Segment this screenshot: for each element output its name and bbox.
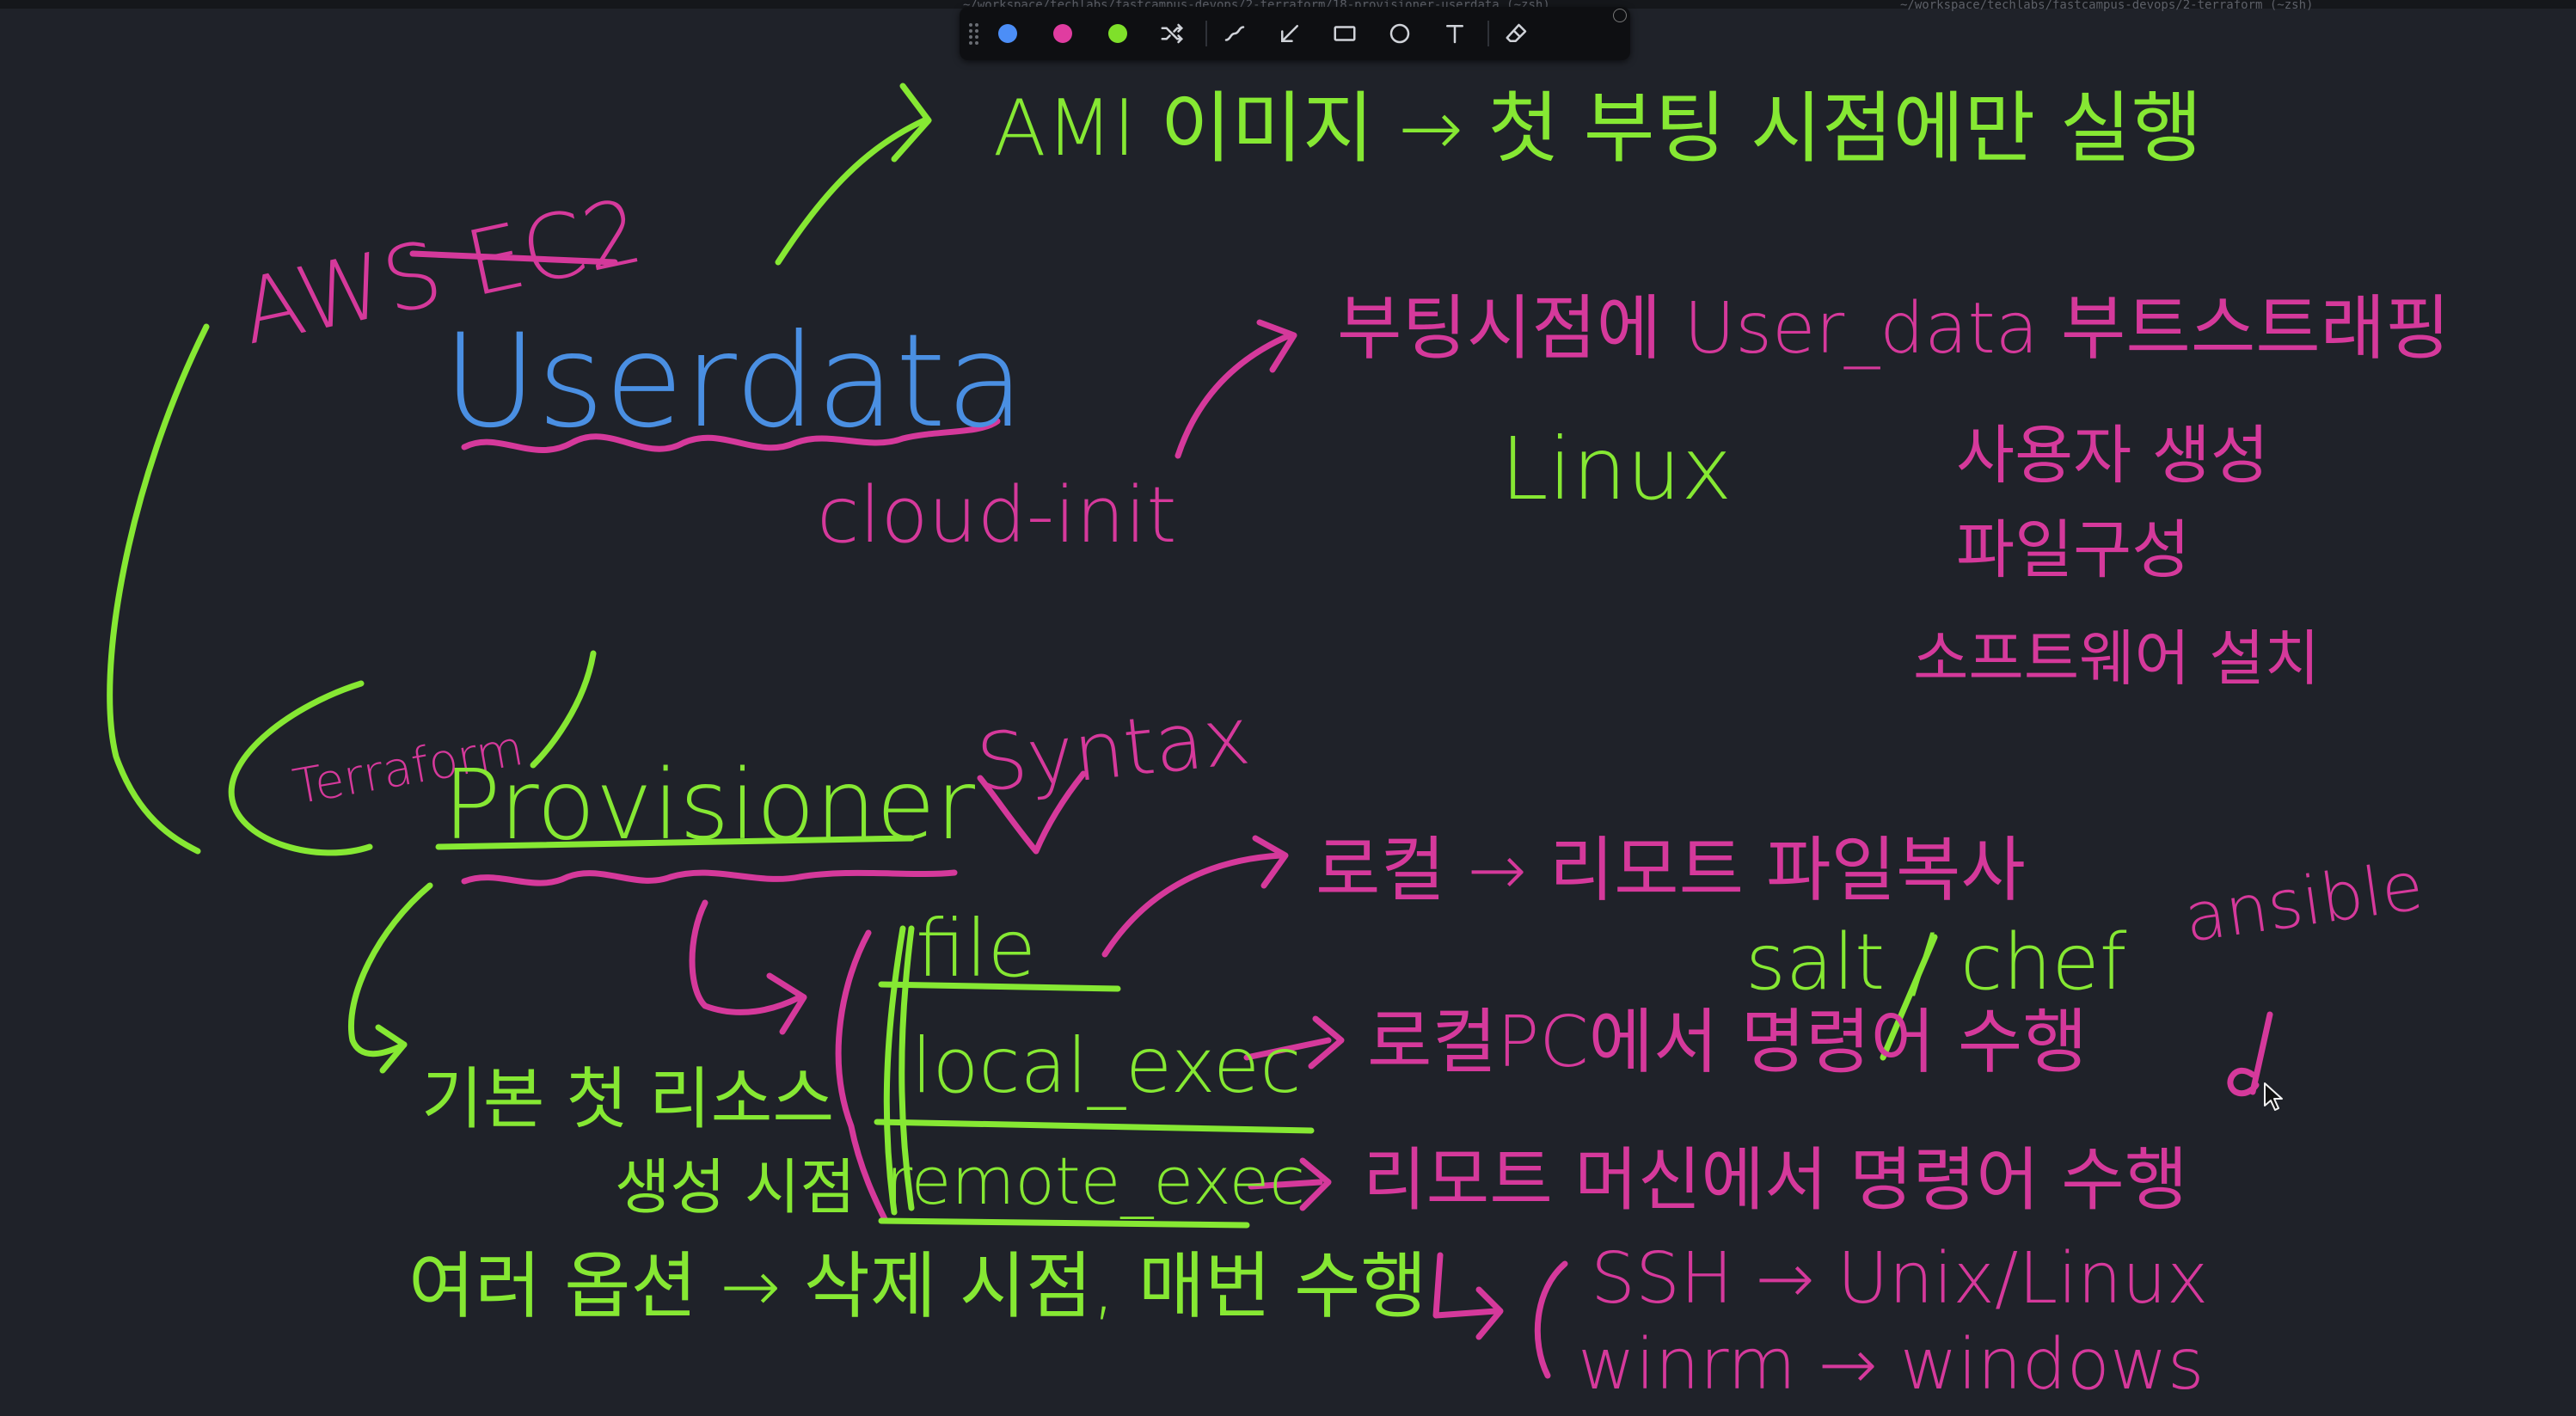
salt-chef-label: salt / chef xyxy=(1745,917,2127,1008)
arrow-tool-button[interactable] xyxy=(1273,16,1307,51)
software-install-label: 소프트웨어 설치 xyxy=(1913,623,2320,694)
types-bracket-green xyxy=(883,925,906,1216)
remote-exec-sub-arrow xyxy=(1432,1252,1500,1319)
rectangle-icon xyxy=(1334,26,1356,41)
userdata-label: Userdata xyxy=(443,307,1025,457)
drag-handle-icon[interactable] xyxy=(968,22,980,45)
provisioner-bracket-right xyxy=(530,650,597,769)
local-exec-arrow-head xyxy=(1308,1015,1345,1070)
remote-exec-sub-arrow-head xyxy=(1475,1286,1504,1340)
toolbar-separator xyxy=(1205,21,1207,46)
provisioner-label: Provisioner xyxy=(443,750,975,861)
local-exec-desc: 로컬PC에서 명령어 수행 xyxy=(1367,1002,2088,1083)
circle-icon xyxy=(1389,23,1410,44)
basic-line-2: 생성 시점 xyxy=(615,1152,856,1223)
userdata-to-ami-arrow xyxy=(775,117,928,266)
mouse-pointer-icon xyxy=(2264,1082,2283,1111)
pink-color-swatch xyxy=(1053,24,1072,43)
ssh-line: SSH → Unix/Linux xyxy=(1591,1238,2208,1320)
eraser-tool-button[interactable] xyxy=(1500,16,1534,51)
arrow-icon xyxy=(1281,25,1298,42)
basic-arrow-head xyxy=(375,1024,408,1074)
option-line: 여러 옵션 → 삭제 시점, 매번 수행 xyxy=(408,1244,1427,1328)
types-bracket-green-2 xyxy=(899,925,915,1211)
shuffle-button[interactable] xyxy=(1155,16,1189,51)
file-arrow xyxy=(1101,852,1285,958)
remote-exec-arrow xyxy=(1248,1179,1323,1190)
cloud-init-arrow xyxy=(1175,332,1293,459)
rectangle-tool-button[interactable] xyxy=(1328,16,1362,51)
green-color-button[interactable] xyxy=(1101,16,1135,51)
shuffle-icon xyxy=(1161,23,1184,44)
circle-tool-button[interactable] xyxy=(1383,16,1417,51)
basic-line-1: 기본 첫 리소스 xyxy=(421,1061,834,1138)
local-exec-underline xyxy=(874,1119,1315,1134)
file-underline xyxy=(878,981,1121,992)
green-color-swatch xyxy=(1108,24,1127,43)
provisioner-to-file-arrow-head xyxy=(766,972,807,1035)
pink-color-button[interactable] xyxy=(1046,16,1080,51)
remote-exec-label: remote_exec xyxy=(886,1143,1305,1219)
types-brace-pink xyxy=(835,929,889,1224)
salt-chef-slash xyxy=(1880,934,1938,1061)
syntax-arrow xyxy=(977,770,1087,855)
local-exec-arrow xyxy=(1243,1037,1332,1061)
terminal-tab-title[interactable]: ~/workspace/techlabs/fastcampus-devops/2… xyxy=(1900,0,2314,12)
terraform-bracket xyxy=(228,680,373,856)
cloud-init-label: cloud-init xyxy=(817,470,1177,561)
boot-line: 부팅시점에 User_data 부트스트래핑 xyxy=(1337,288,2450,370)
connection-brace xyxy=(1534,1260,1568,1379)
provisioner-underline xyxy=(435,835,915,850)
pen-icon xyxy=(1224,26,1245,41)
left-bracket-line xyxy=(107,323,210,855)
eraser-icon xyxy=(1506,23,1527,42)
file-arrow-head xyxy=(1252,835,1289,889)
toolbar-close-icon[interactable] xyxy=(1613,9,1627,22)
text-tool-button[interactable] xyxy=(1438,16,1472,51)
file-desc: 로컬 → 리모트 파일복사 xyxy=(1316,830,2026,911)
annotation-toolbar xyxy=(960,7,1630,60)
text-icon xyxy=(1446,25,1463,44)
blue-color-button[interactable] xyxy=(991,16,1025,51)
aws-ec2-underline xyxy=(409,250,618,266)
toolbar-separator xyxy=(1487,21,1489,46)
cloud-init-arrow-head xyxy=(1256,319,1297,373)
blue-color-swatch xyxy=(998,24,1017,43)
file-config-label: 파일구성 xyxy=(1956,513,2190,587)
userdata-wavy-underline xyxy=(461,418,1001,453)
ansible-d-mark xyxy=(2227,1011,2273,1097)
user-create-label: 사용자 생성 xyxy=(1956,419,2269,493)
remote-exec-desc: 리모트 머신에서 명령어 수행 xyxy=(1363,1140,2188,1220)
provisioner-to-file-arrow xyxy=(689,899,803,1015)
pen-tool-button[interactable] xyxy=(1217,16,1252,51)
remote-exec-underline xyxy=(878,1217,1250,1229)
remote-exec-arrow-head xyxy=(1299,1157,1332,1211)
local-exec-label: local_exec xyxy=(911,1021,1302,1110)
syntax-label: Syntax xyxy=(972,690,1254,810)
ansible-label: ansible xyxy=(2180,848,2428,958)
userdata-to-ami-arrow-head xyxy=(891,83,932,162)
winrm-line: winrm → windows xyxy=(1578,1324,2205,1406)
ami-line: AMI 이미지 → 첫 부팅 시점에만 실행 xyxy=(993,83,2202,174)
file-label: file xyxy=(916,903,1036,995)
basic-arrow xyxy=(348,882,433,1057)
linux-label: Linux xyxy=(1500,419,1732,519)
provisioner-wavy-underline xyxy=(461,869,958,886)
